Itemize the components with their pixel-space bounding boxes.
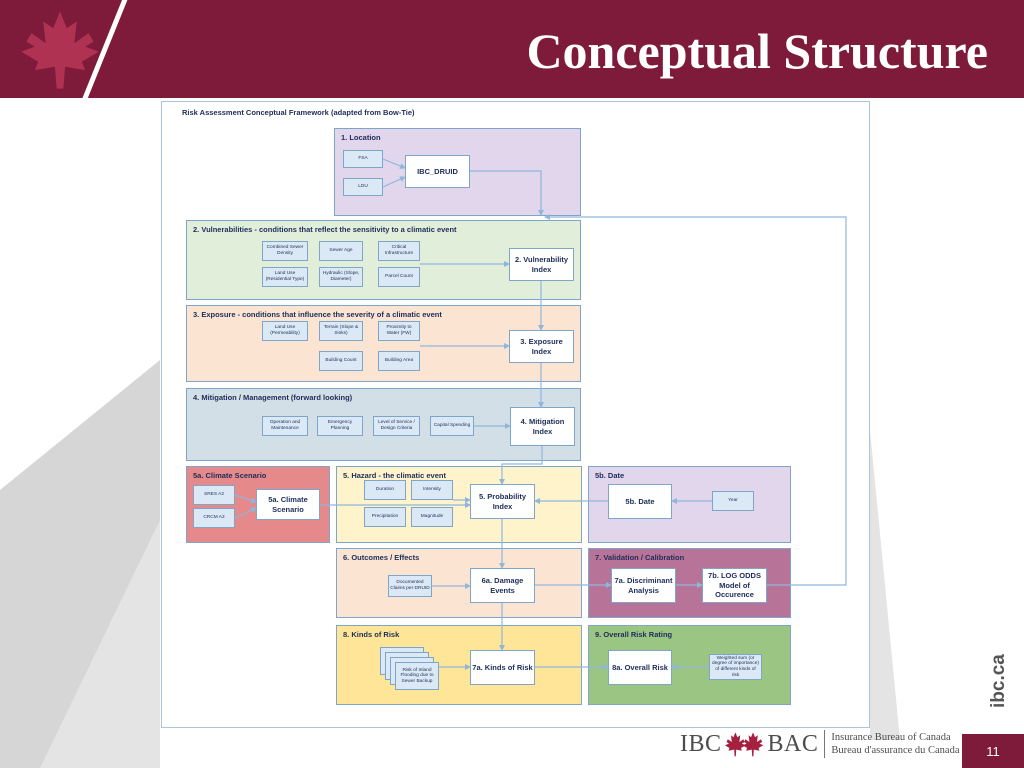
logo-ibc-text: IBC <box>680 730 722 757</box>
output-box: 6a. Damage Events <box>470 568 535 603</box>
section-title: 5. Hazard - the climatic event <box>343 471 446 480</box>
output-box: 4. Mitigation Index <box>510 407 575 446</box>
maple-leaf-icon <box>21 11 99 89</box>
output-box: 3. Exposure Index <box>509 330 574 363</box>
section-title: 4. Mitigation / Management (forward look… <box>193 393 353 402</box>
validation-box-a: 7a. Discriminant Analysis <box>611 568 676 603</box>
input-box: Terrain (Slope & Sinks) <box>319 321 363 341</box>
output-box: 5a. Climate Scenario <box>256 489 320 520</box>
section-title: 3. Exposure - conditions that influence … <box>193 310 442 319</box>
ibc-logo: IBC BAC Insurance Bureau of Canada Burea… <box>680 728 960 760</box>
slide-title: Conceptual Structure <box>526 23 988 79</box>
input-box: Building Area <box>378 351 420 371</box>
input-box: Precipitation <box>364 507 406 527</box>
input-box: Magnitude <box>411 507 453 527</box>
note-box: Weighted sum (or degree of importance) o… <box>709 654 762 680</box>
output-box: 2. Vulnerability Index <box>509 248 574 281</box>
input-box: Parcel Count <box>378 267 420 287</box>
input-box: Level of Service / Design Criteria <box>373 416 420 436</box>
section-title: 1. Location <box>341 133 381 142</box>
input-box: Risk of Inland Flooding due to Sewer Bac… <box>395 662 439 690</box>
logo-bac-text: BAC <box>767 730 819 757</box>
input-box: LDU <box>343 178 383 196</box>
section-title: 5b. Date <box>595 471 625 480</box>
input-box: Land Use (Permeability) <box>262 321 308 341</box>
output-box: 8a. Overall Risk <box>608 650 672 685</box>
maple-leaf-logo-icon <box>724 732 763 757</box>
section-title: 6. Outcomes / Effects <box>343 553 420 562</box>
org-name-fr: Bureau d'assurance du Canada <box>831 745 960 756</box>
site-url: ibc.ca <box>988 654 1009 708</box>
input-box: Sewer Age <box>319 241 363 261</box>
input-box: Critical Infrastructure <box>378 241 420 261</box>
section-outcomes: 6. Outcomes / Effects <box>336 548 582 618</box>
input-box: Intensity <box>411 480 453 500</box>
section-title: 5a. Climate Scenario <box>193 471 267 480</box>
input-box: SRES A2 <box>193 485 235 505</box>
input-box: Duration <box>364 480 406 500</box>
input-box: Hydraulic (Slope, Diameter) <box>319 267 363 287</box>
input-box: Emergency Planning <box>317 416 363 436</box>
section-title: 7. Validation / Calibration <box>595 553 685 562</box>
diagram-title: Risk Assessment Conceptual Framework (ad… <box>182 108 415 117</box>
input-box: Operation and Maintenance <box>262 416 308 436</box>
input-box: Building Count <box>319 351 363 371</box>
input-box: Land Use (Residential Type) <box>262 267 308 287</box>
input-box: Year <box>712 491 754 511</box>
logo-divider <box>824 730 826 758</box>
input-box: Proximity to Water (FW) <box>378 321 420 341</box>
output-box: 5. Probability Index <box>470 484 535 519</box>
input-box: FSA <box>343 150 383 168</box>
output-box: IBC_DRUID <box>405 155 470 188</box>
page-number: 11 <box>962 734 1024 768</box>
input-box: Capital Spending <box>430 416 474 436</box>
section-kinds-of-risk: 8. Kinds of Risk <box>336 625 582 705</box>
org-name-en: Insurance Bureau of Canada <box>831 731 951 743</box>
section-title: 9. Overall Risk Rating <box>595 630 673 639</box>
logo-org-names: Insurance Bureau of Canada Bureau d'assu… <box>831 731 959 757</box>
input-box: Documented Claims per DRUID <box>388 575 432 597</box>
section-hazard: 5. Hazard - the climatic event <box>336 466 582 543</box>
output-box: 5b. Date <box>608 484 672 519</box>
slide-header: Conceptual Structure <box>0 0 1024 98</box>
input-box: Combined Sewer Density <box>262 241 308 261</box>
section-title: 2. Vulnerabilities - conditions that ref… <box>193 225 457 234</box>
output-box: 7a. Kinds of Risk <box>470 650 535 685</box>
section-title: 8. Kinds of Risk <box>343 630 400 639</box>
input-box: CRCM A2 <box>193 508 235 528</box>
validation-box-b: 7b. LOG ODDS Model of Occurence <box>702 568 767 603</box>
